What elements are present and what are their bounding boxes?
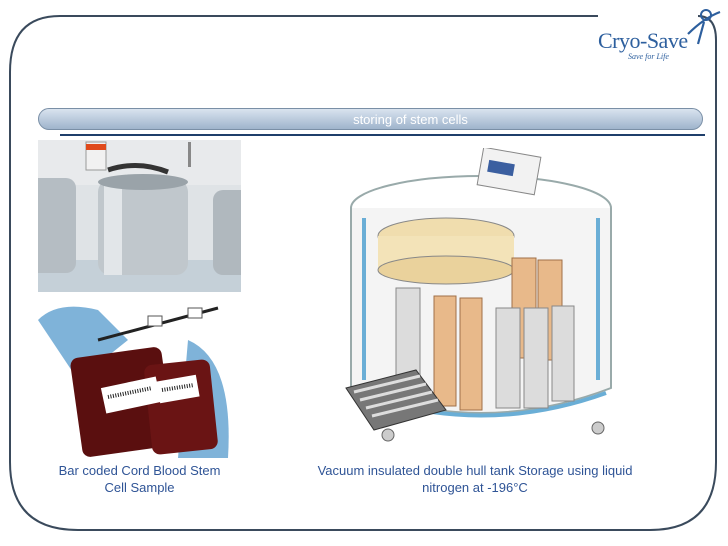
left-caption-line1: Bar coded Cord Blood Stem [58,463,221,478]
left-caption-line2: Cell Sample [104,480,175,495]
slide-title: storing of stem cells [353,112,468,127]
logo-tagline: Save for Life [628,52,669,61]
cryo-tank-cutaway-illustration [336,148,626,448]
right-caption-line1: Vacuum insulated double hull tank Storag… [317,463,633,478]
cryo-save-logo: Cryo-Save Save for Life [598,6,726,68]
storage-tanks-photo [38,140,241,292]
logo-name: Cryo-Save [598,28,688,53]
person-figure-icon [687,9,721,45]
right-caption-line2: nitrogen at -196°C [422,480,528,495]
left-caption: Bar coded Cord Blood Stem Cell Sample [38,462,241,496]
title-bar: storing of stem cells [38,108,703,130]
barcoded-blood-bag-photo [38,300,234,458]
title-underline [60,134,705,136]
right-caption: Vacuum insulated double hull tank Storag… [270,462,680,496]
